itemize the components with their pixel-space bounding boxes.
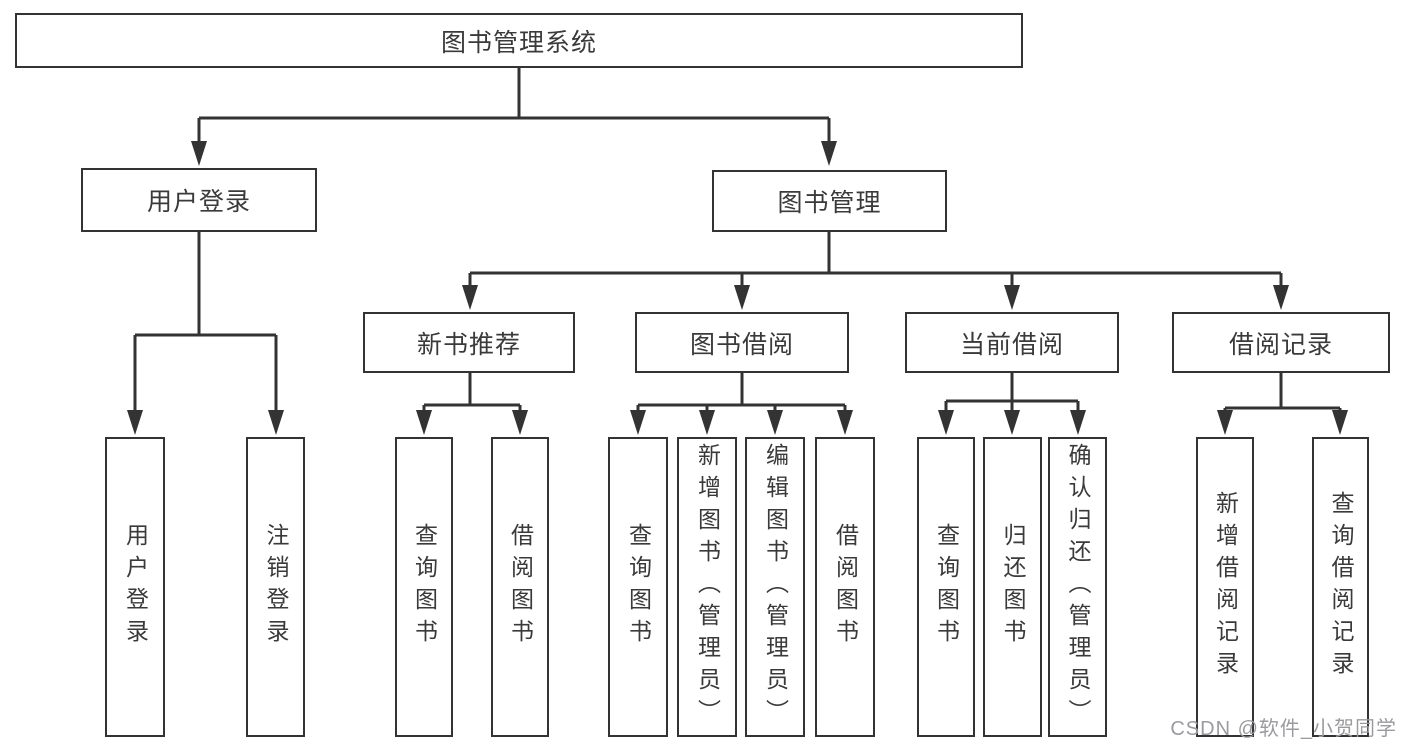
leaf-logout: 注销登录 [246,437,305,737]
leaf-edit-book-admin: 编辑图书（管理员） [745,437,805,737]
node-label: 查询图书 [625,523,652,651]
leaf-return-books: 归还图书 [983,437,1042,737]
node-label: 注销登录 [263,523,289,651]
leaf-confirm-return-admin: 确认归还（管理员） [1048,437,1107,737]
node-label: 用户登录 [146,188,251,216]
node-label: 新书推荐 [416,330,521,359]
leaf-borrow-books: 借阅图书 [815,437,875,737]
node-book-management: 图书管理 [712,170,947,232]
leaf-query-borrow-record: 查询借阅记录 [1312,437,1369,737]
node-label: 图书管理系统 [440,28,597,57]
leaf-add-book-admin: 新增图书（管理员） [677,437,737,737]
node-label: 归还图书 [1000,523,1026,651]
leaf-add-borrow-record: 新增借阅记录 [1196,437,1254,737]
node-label: 查询图书 [933,523,960,651]
node-label: 图书借阅 [689,330,794,359]
leaf-user-login: 用户登录 [105,437,165,737]
node-label: 确认归还（管理员） [1065,443,1091,731]
node-label: 当前借阅 [959,330,1064,359]
node-label: 借阅记录 [1228,330,1333,359]
node-label: 编辑图书（管理员） [762,443,789,731]
leaf-query-books-recommend: 查询图书 [395,437,453,737]
node-label: 查询借阅记录 [1328,491,1354,683]
leaf-query-books-current: 查询图书 [917,437,975,737]
node-label: 图书管理 [777,189,882,217]
leaf-borrow-books-recommend: 借阅图书 [491,437,549,737]
node-user-login: 用户登录 [81,168,317,232]
node-book-borrowing: 图书借阅 [635,312,849,373]
node-library-management-system: 图书管理系统 [15,13,1023,68]
leaf-query-books-borrow: 查询图书 [608,437,668,737]
watermark: CSDN @软件_小贺同学 [1170,718,1397,740]
node-borrowing-records: 借阅记录 [1172,312,1390,373]
node-label: 新增借阅记录 [1212,491,1239,683]
node-label: 用户登录 [122,523,149,651]
node-label: 借阅图书 [832,523,859,651]
node-current-borrowing: 当前借阅 [905,312,1119,373]
node-label: 借阅图书 [507,523,534,651]
node-label: 新增图书（管理员） [694,443,721,731]
node-new-book-recommendation: 新书推荐 [363,312,575,373]
node-label: 查询图书 [411,523,438,651]
